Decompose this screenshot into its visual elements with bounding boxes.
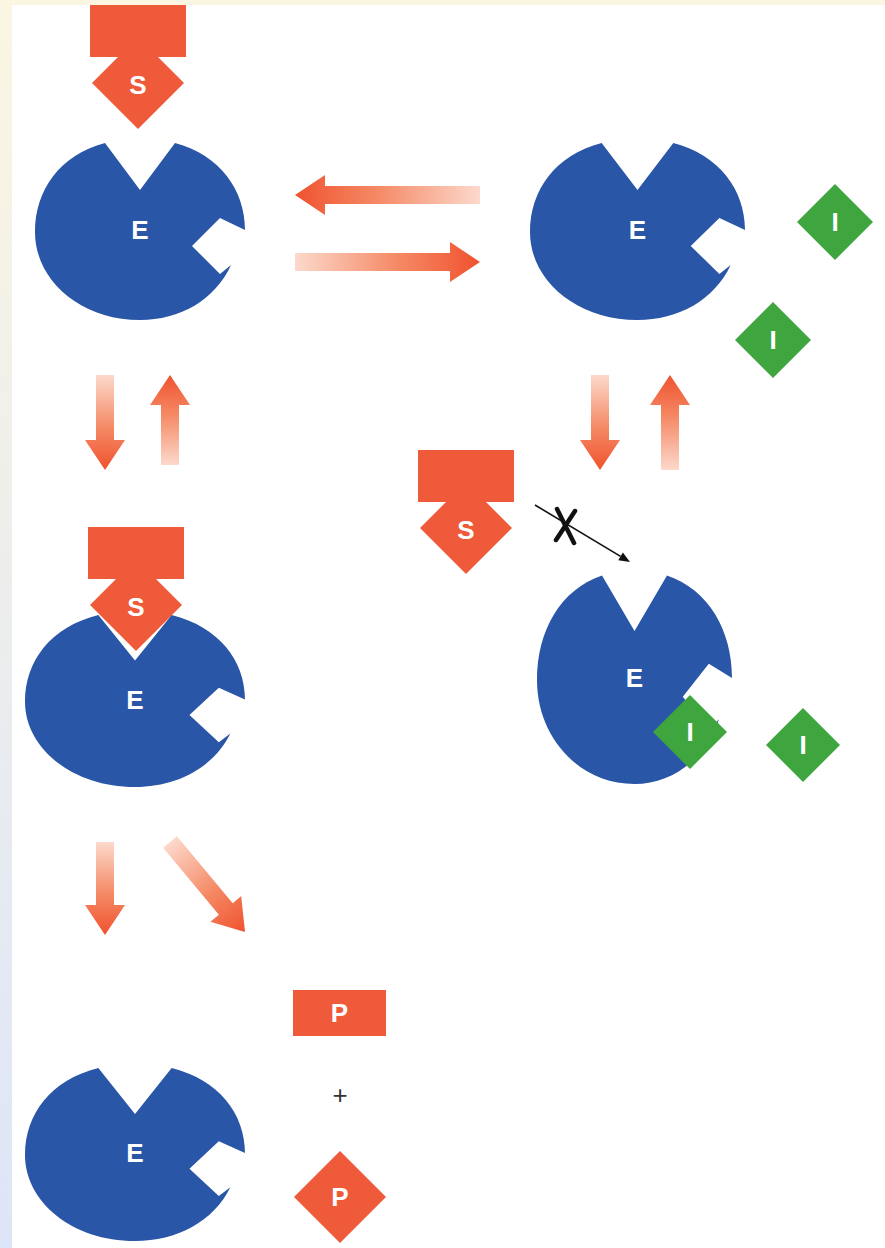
substrate-letter: S <box>90 71 186 99</box>
enzyme-letter: E <box>530 216 745 244</box>
reaction-arrow <box>650 375 690 470</box>
substrate-letter: S <box>418 516 514 544</box>
reaction-arrow <box>85 842 125 935</box>
reaction-arrow <box>295 175 480 215</box>
enzyme-outline <box>25 1068 245 1241</box>
enzyme-letter: E <box>537 664 732 692</box>
enzyme-letter: E <box>25 686 245 714</box>
substrate-outline <box>418 450 514 574</box>
inhibitor-letter: I <box>653 718 727 746</box>
enzyme: EI <box>537 572 732 784</box>
enzyme-outline <box>530 143 745 320</box>
enzyme-outline <box>25 615 245 787</box>
substrate-shape <box>418 450 514 576</box>
enzyme: E <box>35 140 245 320</box>
side-strip <box>0 0 12 1248</box>
inhibitor-outline <box>653 695 727 769</box>
enzyme-letter: E <box>35 216 245 244</box>
top-strip <box>0 0 885 5</box>
plus-sign: + <box>332 1081 347 1109</box>
blocked-binding-arrow <box>535 505 630 562</box>
inhibitor-outline <box>797 184 873 260</box>
product-letter: P <box>294 1183 386 1211</box>
inhibitor-outline <box>766 708 840 782</box>
inhibitor-letter: I <box>797 208 873 236</box>
inhibitor: I <box>735 302 811 378</box>
inhibitor: I <box>797 184 873 260</box>
inhibitor-outline <box>735 302 811 378</box>
inhibitor: I <box>653 695 727 769</box>
inhibitor: I <box>766 708 840 782</box>
enzyme: E <box>25 1065 245 1241</box>
enzyme: E <box>25 612 245 787</box>
reaction-arrow <box>163 836 245 932</box>
blocked-cross <box>556 509 575 543</box>
substrate-letter: S <box>88 593 184 621</box>
product-outline <box>294 1151 386 1243</box>
enzyme: E <box>530 140 745 320</box>
enzyme-letter: E <box>25 1139 245 1167</box>
enzyme-outline <box>537 576 732 784</box>
inhibitor-letter: I <box>766 731 840 759</box>
product-outline <box>293 990 386 1036</box>
product: P <box>293 990 386 1036</box>
substrate: S <box>418 450 514 576</box>
product-letter: P <box>293 999 386 1027</box>
reaction-arrow <box>295 242 480 282</box>
substrate: S <box>90 5 186 131</box>
reaction-arrow <box>580 375 620 470</box>
reaction-arrow <box>85 375 125 470</box>
substrate-shape <box>90 5 186 131</box>
enzyme-outline <box>35 143 245 320</box>
inhibitor-letter: I <box>735 326 811 354</box>
product: P <box>294 1151 386 1243</box>
substrate-outline <box>90 5 186 129</box>
reaction-arrow <box>150 375 190 465</box>
